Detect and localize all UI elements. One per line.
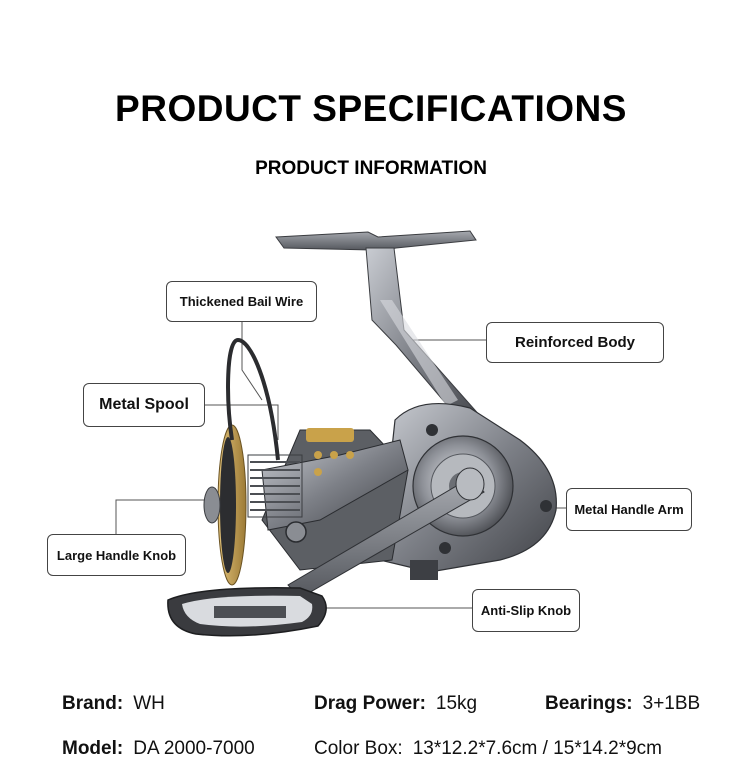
spec-brand-label: Brand: <box>62 693 124 714</box>
spec-bearings: Bearings: 3+1BB <box>545 693 700 715</box>
spec-colorbox-value: 13*12.2*7.6cm / 15*14.2*9cm <box>412 738 662 759</box>
spec-model-value: DA 2000-7000 <box>133 738 255 759</box>
spec-drag-label: Drag Power: <box>314 693 426 714</box>
page-subtitle: PRODUCT INFORMATION <box>255 158 487 179</box>
spec-colorbox-label: Color Box: <box>314 738 403 759</box>
callout-anti-slip-knob: Anti-Slip Knob <box>472 589 580 632</box>
callout-large-handle-knob: Large Handle Knob <box>47 534 186 576</box>
spec-drag-power: Drag Power: 15kg <box>314 693 477 715</box>
spec-brand: Brand: WH <box>62 693 165 715</box>
callout-metal-spool: Metal Spool <box>83 383 205 427</box>
spec-model: Model: DA 2000-7000 <box>62 738 255 760</box>
spec-bearings-label: Bearings: <box>545 693 633 714</box>
spec-color-box: Color Box: 13*12.2*7.6cm / 15*14.2*9cm <box>314 738 662 760</box>
callout-thickened-bail-wire: Thickened Bail Wire <box>166 281 317 322</box>
spec-bearings-value: 3+1BB <box>642 693 701 714</box>
spec-model-label: Model: <box>62 738 124 759</box>
product-illustration-area: Thickened Bail Wire Reinforced Body Meta… <box>47 230 692 637</box>
callout-metal-handle-arm: Metal Handle Arm <box>566 488 692 531</box>
callout-reinforced-body: Reinforced Body <box>486 322 664 363</box>
fishing-reel-image <box>115 230 566 637</box>
page-title: PRODUCT SPECIFICATIONS <box>115 88 627 129</box>
spec-brand-value: WH <box>133 693 165 714</box>
spec-drag-value: 15kg <box>435 693 478 714</box>
